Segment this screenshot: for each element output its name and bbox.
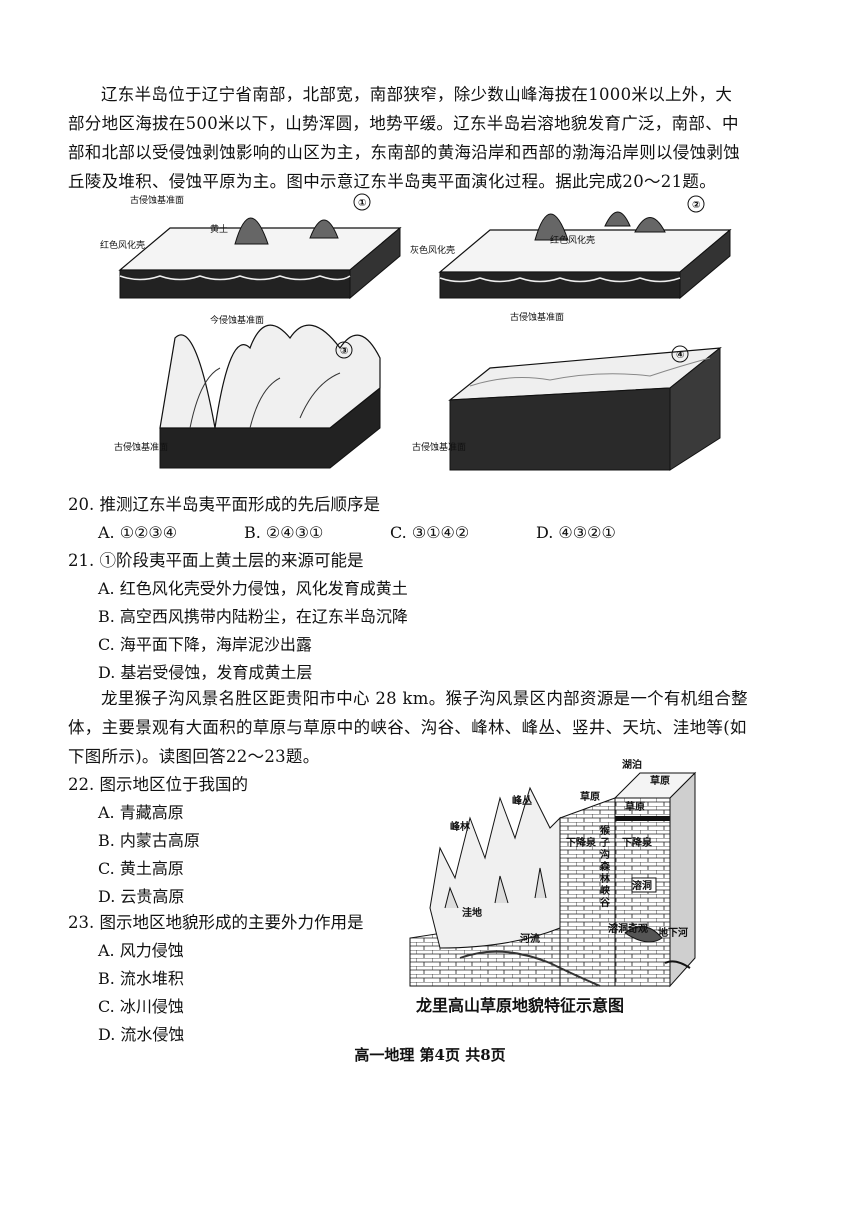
q23-option-d[interactable]: D. 流水侵蚀	[98, 1025, 185, 1044]
label-ancient-base-2: 古侵蚀基准面	[510, 311, 564, 323]
q23-option-a[interactable]: A. 风力侵蚀	[98, 941, 184, 960]
q20-option-c[interactable]: C. ③①④②	[390, 523, 470, 542]
figure-2-caption: 龙里高山草原地貌特征示意图	[416, 996, 625, 1015]
label-loess: 黄土	[210, 223, 228, 235]
panel-4-number: ④	[676, 350, 684, 361]
label-red-crust-2: 红色风化壳	[550, 234, 595, 246]
label-river: 河流	[520, 932, 540, 945]
q20-option-b[interactable]: B. ②④③①	[244, 523, 324, 542]
panel-4: ④ 古侵蚀基准面	[412, 345, 722, 471]
label-descending-spring-1: 下降泉	[566, 836, 597, 849]
svg-text:子: 子	[600, 837, 610, 849]
panel-3-number: ③	[340, 346, 348, 357]
svg-text:猴: 猴	[600, 824, 611, 837]
q21-option-b[interactable]: B. 高空西风携带内陆粉尘，在辽东半岛沉降	[98, 607, 408, 626]
label-lake: 湖泊	[622, 758, 642, 771]
q20-option-d[interactable]: D. ④③②①	[536, 523, 616, 542]
question-21-stem: 21. ①阶段夷平面上黄土层的来源可能是	[68, 551, 364, 570]
passage-liaodong: 辽东半岛位于辽宁省南部，北部宽，南部狭窄，除少数山峰海拔在1000米以上外，大部…	[68, 85, 740, 191]
panel-1-number: ①	[358, 198, 366, 209]
svg-text:林: 林	[600, 872, 611, 885]
panel-1: ① 古侵蚀基准面 黄土 红色风化壳 今侵蚀基准面	[100, 193, 402, 326]
q23-option-b[interactable]: B. 流水堆积	[98, 969, 184, 988]
panel-3: ③ 古侵蚀基准面	[114, 324, 381, 469]
question-20-stem: 20. 推测辽东半岛夷平面形成的先后顺序是	[68, 495, 380, 514]
label-ancient-base-4: 古侵蚀基准面	[412, 441, 466, 453]
label-grassland-3: 草原	[625, 800, 645, 813]
label-gray-crust: 灰色风化壳	[410, 244, 455, 256]
question-22-stem: 22. 图示地区位于我国的	[68, 775, 248, 794]
q22-option-d[interactable]: D. 云贵高原	[98, 887, 185, 906]
label-underground-river: 地下河	[658, 926, 688, 939]
label-present-base: 今侵蚀基准面	[210, 314, 264, 326]
label-depression: 洼地	[462, 906, 482, 919]
page-footer: 高一地理 第4页 共8页	[354, 1046, 506, 1064]
label-ancient-base-3: 古侵蚀基准面	[114, 441, 168, 453]
label-grassland-2: 草原	[580, 790, 600, 803]
label-cave-wonder: 溶洞奇观	[608, 922, 648, 935]
label-descending-spring-2: 下降泉	[622, 836, 653, 849]
svg-text:沟: 沟	[600, 848, 610, 861]
label-cave: 溶洞	[632, 879, 652, 892]
q21-option-c[interactable]: C. 海平面下降，海岸泥沙出露	[98, 635, 312, 654]
label-red-crust-1: 红色风化壳	[100, 239, 145, 251]
panel-2-number: ②	[692, 200, 700, 211]
q20-option-a[interactable]: A. ①②③④	[98, 523, 178, 542]
q22-option-a[interactable]: A. 青藏高原	[98, 803, 184, 822]
label-grassland-1: 草原	[650, 774, 670, 787]
label-peak-cluster: 峰丛	[512, 794, 532, 807]
q22-option-b[interactable]: B. 内蒙古高原	[98, 831, 200, 850]
q21-option-d[interactable]: D. 基岩受侵蚀，发育成黄土层	[98, 663, 313, 682]
label-monkey-gorge: 猴 子 沟 森 林 峡 谷	[599, 824, 611, 909]
panel-2: ② 红色风化壳 灰色风化壳 古侵蚀基准面	[410, 195, 732, 323]
svg-text:谷: 谷	[600, 896, 611, 909]
label-peak-forest: 峰林	[450, 820, 471, 833]
svg-text:峡: 峡	[600, 884, 610, 897]
karst-grassland-figure: 湖泊 草原 草原 草原 峰丛 峰林 猴 子 沟 森 林 峡 谷 下降泉 下降泉 …	[409, 758, 697, 988]
svg-text:森: 森	[599, 860, 611, 873]
q23-option-c[interactable]: C. 冰川侵蚀	[98, 997, 184, 1016]
q21-option-a[interactable]: A. 红色风化壳受外力侵蚀，风化发育成黄土	[98, 579, 408, 598]
q22-option-c[interactable]: C. 黄土高原	[98, 859, 184, 878]
passage-longli: 龙里猴子沟风景名胜区距贵阳市中心 28 km。猴子沟风景区内部资源是一个有机组合…	[68, 689, 748, 766]
question-23-stem: 23. 图示地区地貌形成的主要外力作用是	[68, 913, 364, 932]
planation-surface-figure: ① 古侵蚀基准面 黄土 红色风化壳 今侵蚀基准面 ② 红色风化壳 灰色风化壳 古…	[100, 193, 732, 471]
label-ancient-base-1: 古侵蚀基准面	[130, 194, 184, 206]
